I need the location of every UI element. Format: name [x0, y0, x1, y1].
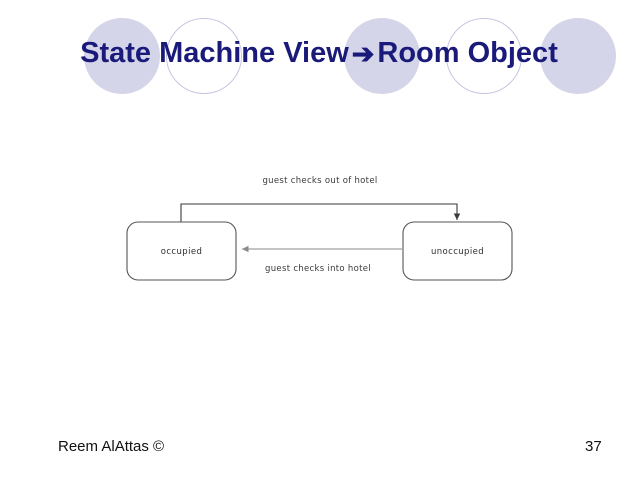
state-unoccupied-box[interactable]	[402, 221, 513, 281]
transition-check-out-label: guest checks out of hotel	[262, 176, 377, 186]
transition-check-in: guest checks into hotel	[242, 245, 402, 274]
page-title-part-before: State Machine View	[80, 37, 349, 69]
state-occupied[interactable]: occupied	[126, 221, 237, 281]
transition-check-out-line	[180, 203, 461, 222]
page-title-part-after: Room Object	[377, 37, 558, 69]
state-machine-diagram: guest checks out of hotel occupied unocc…	[110, 160, 530, 295]
page-title-text: State Machine View➔Room Object	[80, 36, 558, 70]
state-occupied-label: occupied	[161, 247, 203, 257]
right-arrow-icon: ➔	[351, 39, 375, 69]
footer-author: Reem AlAttas ©	[58, 438, 165, 455]
state-unoccupied-label: unoccupied	[431, 247, 484, 257]
state-unoccupied[interactable]: unoccupied	[402, 221, 513, 281]
state-occupied-box[interactable]	[126, 221, 237, 281]
page-title: State Machine View➔Room Object	[0, 36, 638, 70]
footer-page-number: 37	[585, 438, 602, 455]
transition-check-out: guest checks out of hotel	[180, 176, 461, 222]
transition-check-in-label: guest checks into hotel	[265, 264, 371, 274]
